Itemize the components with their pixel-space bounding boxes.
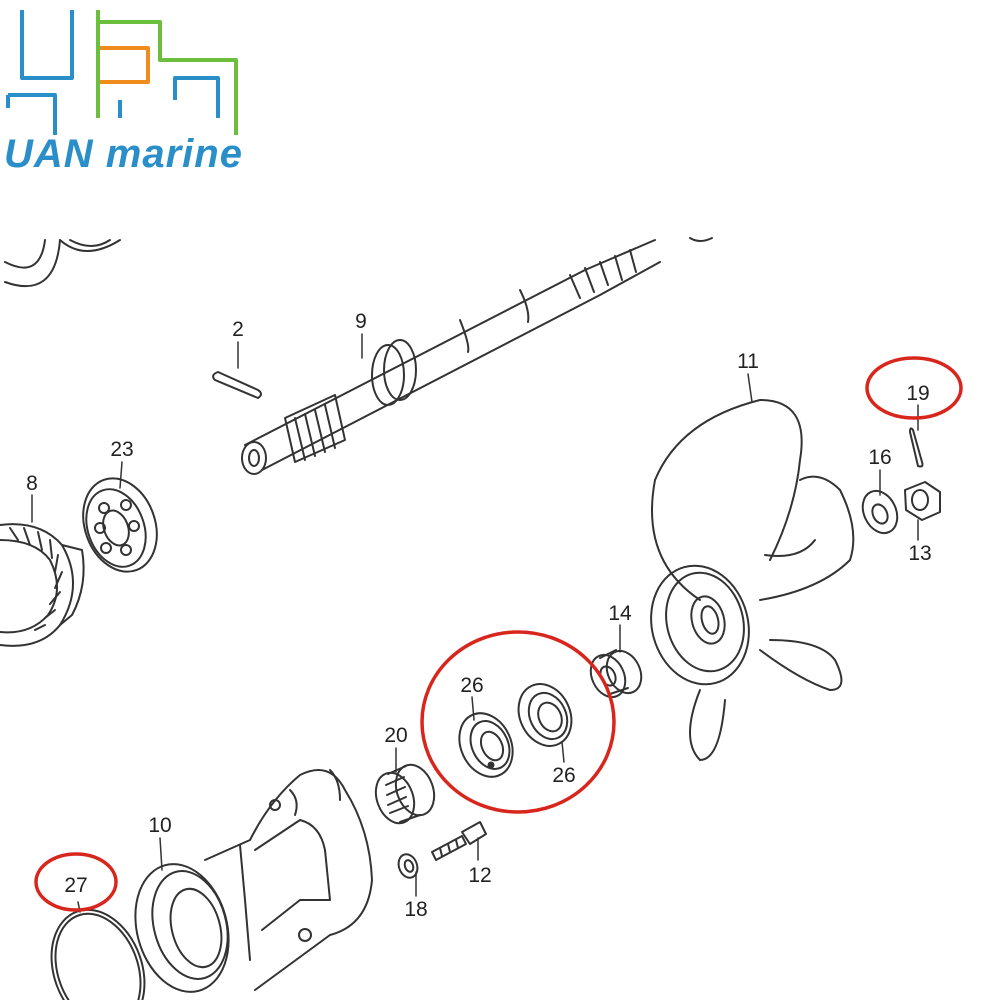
callout-23: 23 — [110, 438, 133, 461]
part-14-spacer — [589, 649, 643, 699]
brand-name: UAN marine — [4, 132, 243, 177]
callout-16: 16 — [868, 446, 891, 469]
part-20-needle-bearing — [374, 763, 436, 825]
part-10-bearing-housing — [134, 769, 373, 993]
part-26b-oil-seal — [517, 683, 573, 747]
callout-12: 12 — [468, 864, 491, 887]
partial-ring-topleft — [4, 239, 121, 288]
partial-part-top — [689, 237, 713, 242]
callout-26a: 26 — [460, 674, 483, 697]
callout-26b: 26 — [552, 764, 575, 787]
callout-13: 13 — [908, 542, 931, 565]
callout-leaders — [31, 333, 919, 913]
uan-logo-mark — [6, 10, 238, 135]
part-16-washer — [861, 489, 899, 535]
callout-18: 18 — [404, 898, 427, 921]
callout-14: 14 — [608, 602, 632, 625]
callout-19: 19 — [906, 382, 929, 405]
callout-27: 27 — [64, 874, 87, 897]
brand-name-part1: UAN — [4, 132, 94, 176]
callout-8: 8 — [26, 472, 38, 495]
part-8-gear — [0, 523, 85, 647]
highlight-marks — [34, 356, 963, 912]
part-26a-oil-seal — [458, 712, 514, 778]
callout-11: 11 — [737, 350, 759, 373]
callout-20: 20 — [384, 724, 407, 747]
brand-name-part2: marine — [93, 132, 243, 176]
highlight-circle-26 — [420, 630, 616, 814]
highlight-circle-27 — [34, 852, 118, 912]
part-23-bearing — [82, 477, 158, 573]
highlight-circle-19 — [865, 356, 963, 420]
part-2-pin — [212, 371, 262, 399]
callout-9: 9 — [355, 310, 367, 333]
part-9-propeller-shaft — [241, 239, 661, 475]
part-13-nut — [904, 481, 941, 521]
callout-2: 2 — [232, 318, 244, 341]
part-18-washer — [397, 853, 419, 879]
part-12-bolt — [431, 821, 487, 861]
part-19-cotter-pin — [909, 427, 924, 468]
callout-10: 10 — [148, 814, 171, 837]
part-11-propeller — [650, 399, 855, 761]
